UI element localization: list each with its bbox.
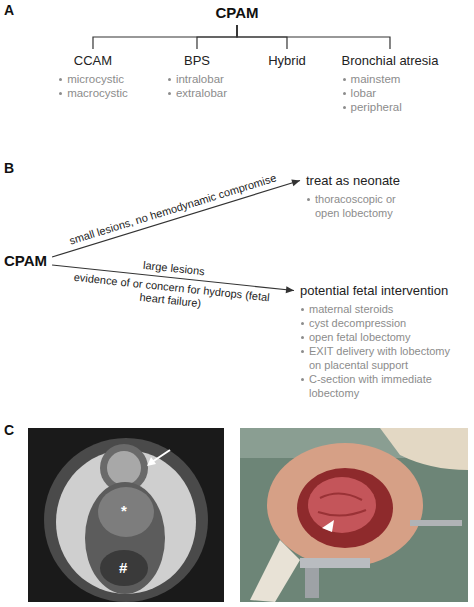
tree-line	[197, 25, 237, 49]
tree-line	[237, 25, 390, 49]
category-term: CCAM microcystic macrocystic	[58, 52, 128, 100]
root-term: CPAM	[4, 252, 47, 270]
item-text: extralobar	[176, 87, 227, 99]
item-text: maternal steroids	[309, 302, 459, 316]
item-text: EXIT delivery with lobectomy on placenta…	[309, 344, 459, 372]
bullet-dot	[301, 322, 304, 325]
surgical-photo	[240, 428, 468, 602]
bullet-dot	[301, 308, 304, 311]
item-text: thoracoscopic or open lobectomy	[315, 192, 410, 220]
node-title: Hybrid	[268, 52, 306, 69]
edge-label: small lesions, no hemodynamic compromise	[68, 172, 278, 248]
gauze	[250, 540, 300, 602]
bullet-dot	[301, 336, 304, 339]
bullet-dot	[343, 78, 346, 81]
list-item: intralobar	[167, 72, 227, 86]
retractor	[300, 558, 370, 568]
pointer-arrow	[152, 450, 170, 462]
edge-label: large lesions	[143, 259, 206, 278]
list-item: extralobar	[167, 86, 227, 100]
pointer-arrowhead	[147, 457, 156, 466]
item-text: macrocystic	[67, 87, 128, 99]
lung-lesion	[98, 487, 154, 537]
node-title: Bronchial atresia	[342, 52, 439, 69]
connector	[52, 180, 300, 257]
panel-letter: A	[4, 2, 14, 18]
uterus-wall	[44, 438, 208, 602]
item-text: lobar	[351, 87, 377, 99]
thoracotomy	[297, 468, 393, 548]
item-text: peripheral	[351, 101, 402, 113]
bullet-list: mainstem lobar peripheral	[342, 72, 439, 114]
instrument	[410, 520, 462, 526]
item-text: cyst decompression	[309, 316, 459, 330]
item-text: intralobar	[176, 73, 224, 85]
root-term: CPAM	[215, 4, 258, 22]
bullet-list: maternal steroidscyst decompressionopen …	[300, 302, 459, 400]
category-term: Hybrid	[268, 52, 306, 69]
list-item: peripheral	[342, 100, 439, 114]
list-item: mainstem	[342, 72, 439, 86]
node-title: CCAM	[58, 52, 128, 69]
list-item: cyst decompression	[300, 316, 459, 330]
bullet-dot	[343, 106, 346, 109]
bullet-dot	[307, 198, 310, 201]
lung-tissue	[308, 477, 376, 533]
bullet-dot	[301, 378, 304, 381]
list-item: microcystic	[58, 72, 128, 86]
bullet-list: intralobar extralobar	[167, 72, 227, 100]
branch-line	[52, 181, 300, 258]
list-item: macrocystic	[58, 86, 128, 100]
panel-letter: C	[4, 422, 14, 438]
pointer-arrowhead	[322, 520, 334, 532]
bullet-dot	[168, 78, 171, 81]
bullet-list: microcystic macrocystic	[58, 72, 128, 100]
bullet-dot	[301, 350, 304, 353]
amniotic-fluid	[56, 450, 196, 594]
panel-letter: B	[4, 160, 14, 176]
connector	[93, 25, 237, 49]
item-text: C-section with immediate lobectomy	[309, 372, 459, 400]
list-item: maternal steroids	[300, 302, 459, 316]
node-title: CPAM	[215, 4, 258, 22]
connector	[197, 25, 237, 49]
fetal-brain	[107, 451, 141, 485]
fetal-body	[85, 482, 165, 594]
list-item: open fetal lobectomy	[300, 330, 459, 344]
mri-image	[28, 428, 224, 602]
node-title: potential fetal intervention	[300, 282, 459, 299]
edge-note: evidence of or concern for hydrops (feta…	[71, 270, 273, 317]
bullet-dot	[59, 78, 62, 81]
list-item: thoracoscopic or open lobectomy	[306, 192, 410, 220]
fetal-skin	[267, 443, 423, 567]
item-text: mainstem	[351, 73, 401, 85]
connector	[237, 25, 390, 49]
category-term: BPS intralobar extralobar	[167, 52, 227, 100]
bullet-dot	[343, 92, 346, 95]
fetal-abdomen	[100, 550, 148, 586]
outcome-group: potential fetal intervention maternal ste…	[300, 282, 459, 400]
list-item: EXIT delivery with lobectomy on placenta…	[300, 344, 459, 372]
bullet-dot	[59, 92, 62, 95]
item-text: microcystic	[67, 73, 124, 85]
node-title: BPS	[167, 52, 227, 69]
node-title: treat as neonate	[306, 172, 410, 189]
image-marker: *	[121, 503, 127, 519]
node-title: CPAM	[4, 252, 47, 270]
list-item: lobar	[342, 86, 439, 100]
tissue-texture	[318, 493, 366, 515]
list-item: C-section with immediate lobectomy	[300, 372, 459, 400]
tree-line	[93, 25, 237, 49]
retractor	[305, 568, 319, 598]
arrowhead	[286, 286, 294, 293]
arrowhead	[291, 180, 300, 187]
item-text: open fetal lobectomy	[309, 330, 459, 344]
outcome-group: treat as neonate thoracoscopic or open lo…	[306, 172, 410, 220]
category-term: Bronchial atresia mainstem lobar peripheral	[342, 52, 439, 114]
bullet-list: thoracoscopic or open lobectomy	[306, 192, 410, 220]
bullet-dot	[168, 92, 171, 95]
image-marker: #	[119, 560, 127, 576]
